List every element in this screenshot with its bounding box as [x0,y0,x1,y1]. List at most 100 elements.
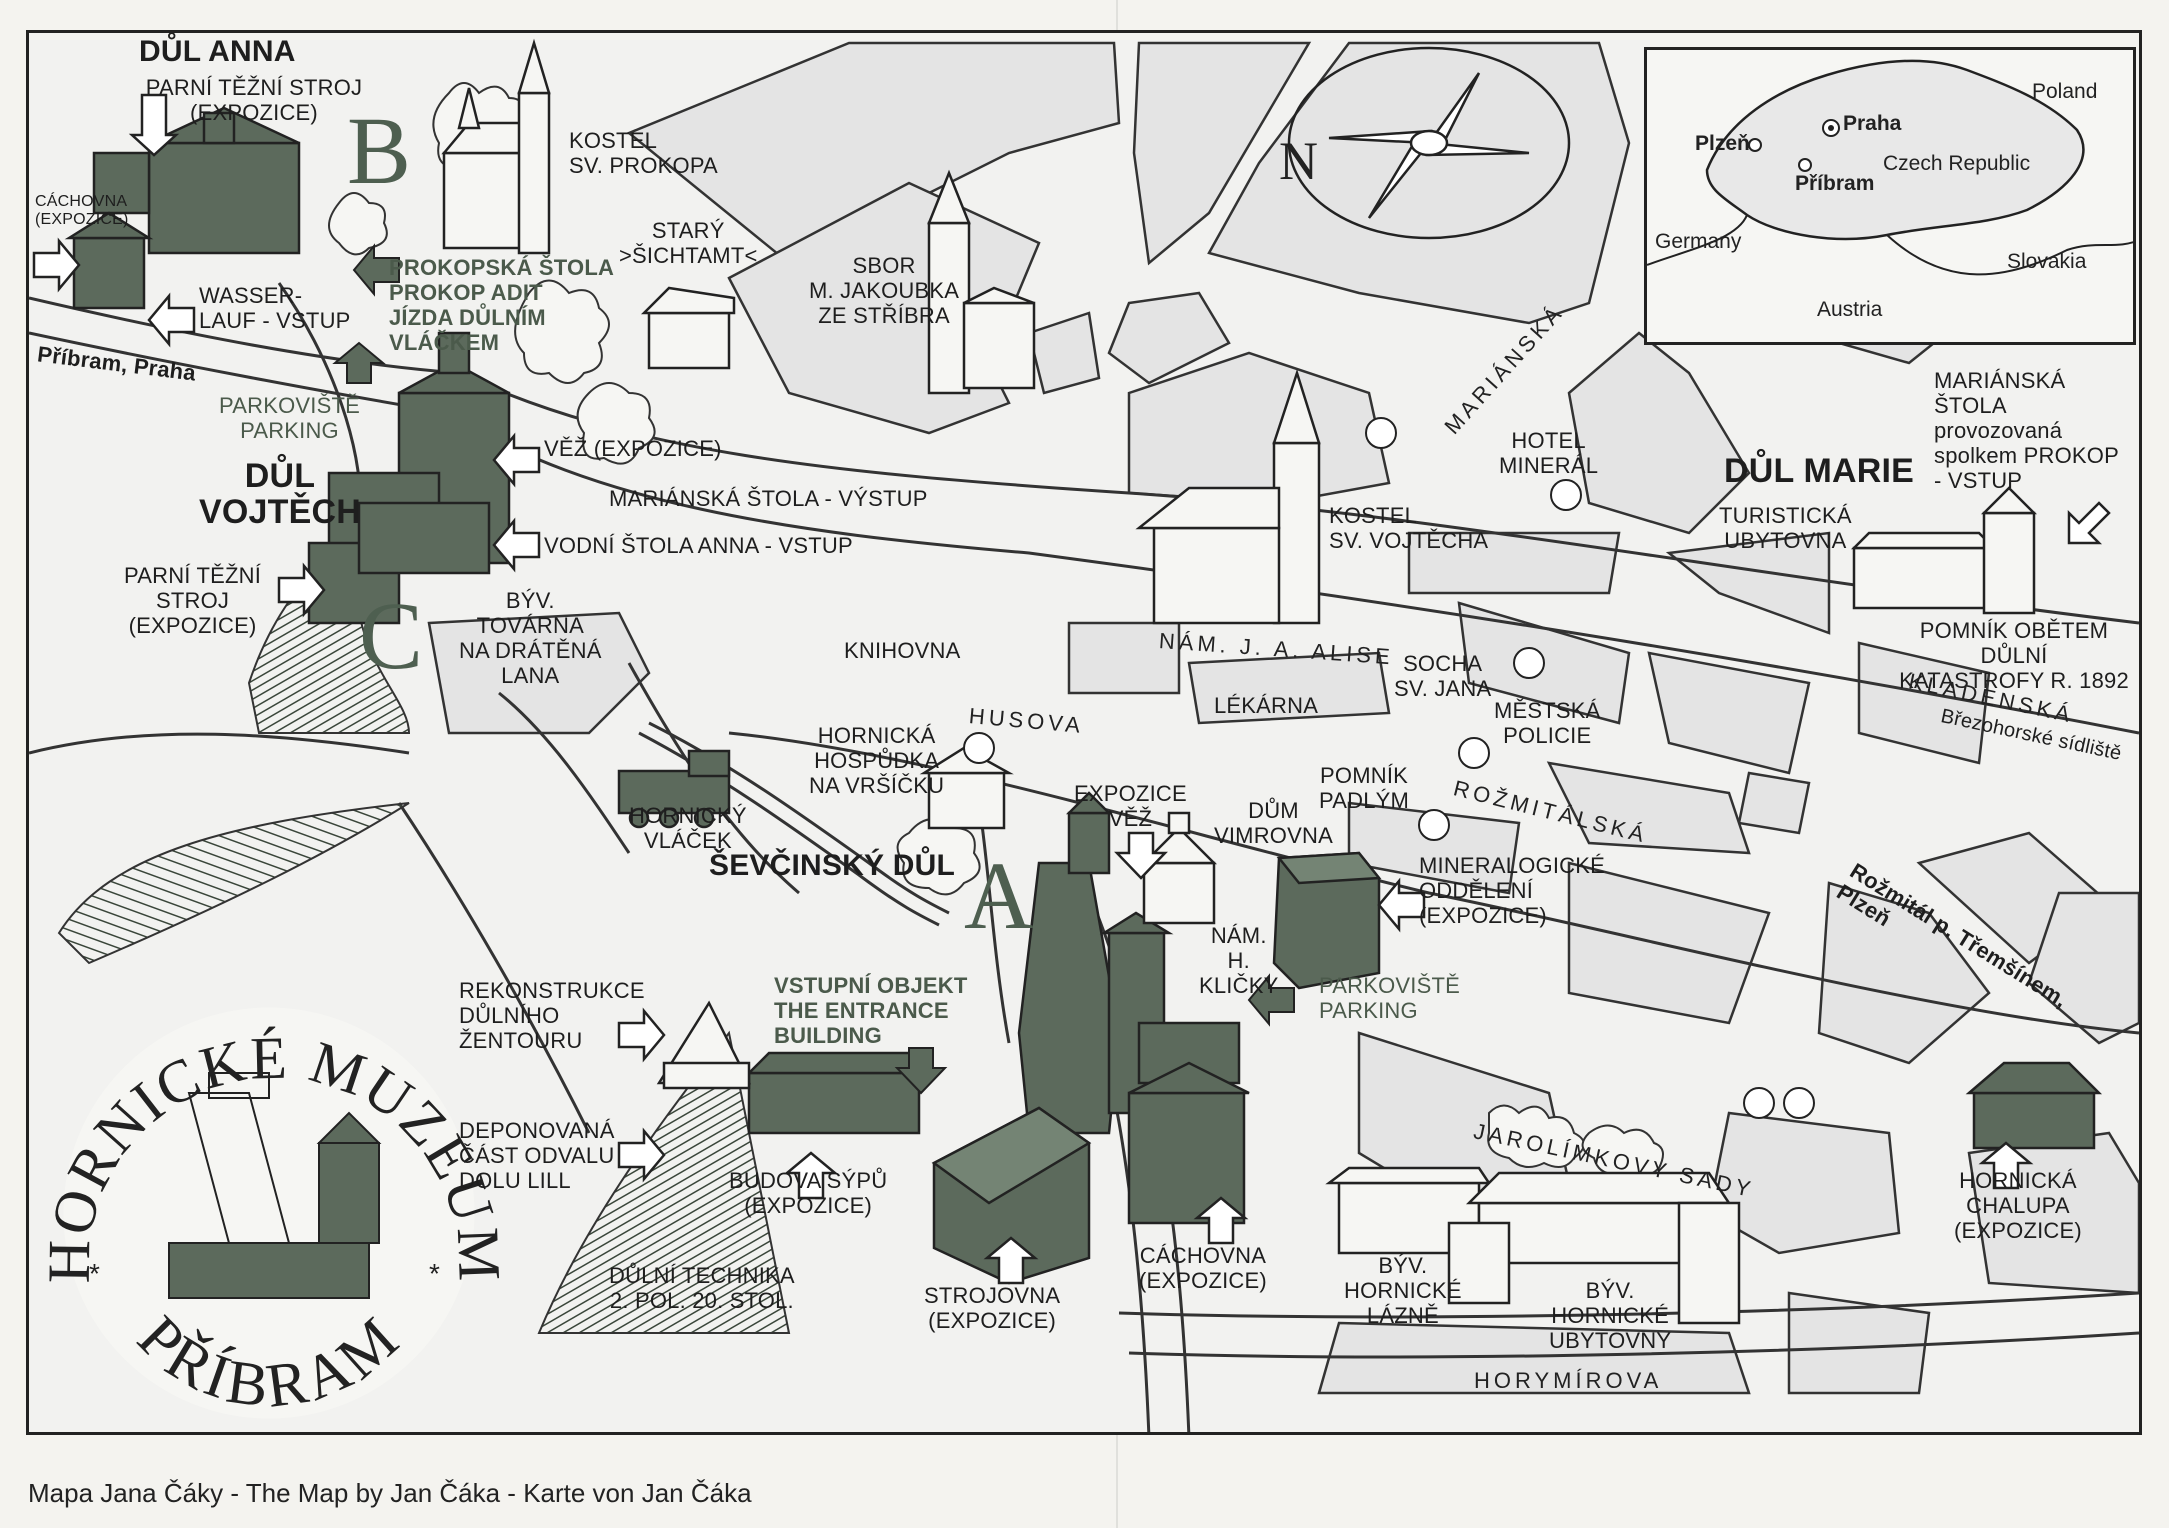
arrow-icon [1247,973,1295,1027]
label-budova-sypu[interactable]: BUDOVA SÝPŮ (EXPOZICE) [729,1168,888,1218]
chalupa-building [1965,1061,2103,1150]
label-vojtech-stroj[interactable]: PARNÍ TĚŽNÍ STROJ (EXPOZICE) [124,563,262,638]
plzen-marker [1748,138,1762,152]
inset-praha: Praha [1843,112,1902,135]
road-edge [498,691,631,854]
inset-austria: Austria [1817,298,1883,321]
heap-edge [29,732,410,755]
label-pomnik-padlym[interactable]: POMNÍK PADLÝM [1319,763,1410,813]
restaurant-icon [1418,809,1450,841]
border-line [1647,214,1748,266]
label-lekarna[interactable]: LÉKÁRNA [1214,693,1319,718]
compass-north-label: N [1279,131,1318,191]
label-tovarna[interactable]: BÝV. TOVÁRNA NA DRÁTĚNÁ LANA [459,588,602,688]
label-vlacek[interactable]: HORNICKÝ VLÁČEK [629,803,747,853]
label-stary-sichtamt[interactable]: STARÝ >ŠICHTAMT< [619,218,758,268]
label-dul-marie[interactable]: DŮL MARIE [1724,452,1915,490]
label-dulni-technika[interactable]: DŮLNÍ TECHNIKA 2. POL. 20. STOL. [609,1263,795,1313]
label-chalupa[interactable]: HORNICKÁ CHALUPA (EXPOZICE) [1954,1168,2082,1243]
label-lazne[interactable]: BÝV. HORNICKÉ LÁZNĚ [1344,1253,1462,1328]
restaurant-icon [1513,647,1545,679]
label-pomnik-obetem[interactable]: POMNÍK OBĚTEM DŮLNÍ KATASTROFY R. 1892 [1899,618,2129,693]
spoil-heap-west [57,802,410,965]
vlacek-train [617,749,731,829]
label-turisticka[interactable]: TURISTICKÁ UBYTOVNA [1719,503,1852,553]
label-marianska-stola[interactable]: MARIÁNSKÁ ŠTOLA provozovaná spolkem PROK… [1934,368,2119,493]
restaurant-icon [1458,737,1490,769]
landmark-buildings [441,38,2038,1325]
map-caption: Mapa Jana Čáky - The Map by Jan Čáka - K… [28,1478,752,1508]
label-expozice-vez[interactable]: EXPOZICE VĚŽ [1074,781,1187,831]
label-kostel-vojtecha[interactable]: KOSTEL SV. VOJTĚCHA [1329,503,1489,553]
trees [328,192,388,256]
road-edge [448,411,2139,735]
pribram-marker [1798,158,1812,172]
arrow-icon [1978,1141,2034,1190]
arrow-icon [2067,501,2111,545]
kostel-vojtecha-church [1135,368,1321,625]
label-mestska-policie[interactable]: MĚSTSKÁ POLICIE [1494,698,1601,748]
label-rekonstrukce[interactable]: REKONSTRUKCE DŮLNÍHO ŽENTOURU [459,978,645,1053]
label-hotel-mineral[interactable]: HOTEL MINERÁL [1499,428,1599,478]
vimrovna-building [1140,811,1218,925]
inset-germany: Germany [1655,230,1742,253]
label-strojovna[interactable]: STROJOVNA (EXPOZICE) [924,1283,1061,1333]
ubytovny-building [1447,1171,1741,1325]
label-dul-anna-stroj[interactable]: PARNÍ TĚŽNÍ STROJ (EXPOZICE) [145,75,363,125]
block [1857,641,1991,765]
block [1647,651,1811,775]
restaurant-icon [1743,1087,1775,1119]
cachovna-building [1127,1021,1250,1225]
label-dul-vojtech[interactable]: DŮL VOJTĚCH [199,457,361,531]
label-cachovna-small[interactable]: CÁCHOVNA (EXPOZICE) [35,193,129,228]
label-dul-anna[interactable]: DŮL ANNA [139,35,296,68]
arrow-icon [894,1047,948,1095]
label-socha[interactable]: SOCHA SV. JANA [1394,651,1492,701]
sichtamt-building [640,286,736,370]
road-edge [1118,1291,2139,1319]
zentour-building [656,1000,752,1090]
label-prokopska[interactable]: PROKOPSKÁ ŠTOLA PROKOP ADIT JÍZDA DŮLNÍM… [389,255,615,355]
label-parkoviste-2: PARKOVIŠTĚ PARKING [1319,973,1460,1023]
sector-c-label: C [359,582,424,689]
block [1127,351,1391,505]
kostel-prokopa-building [441,38,551,255]
dul-anna-building [92,106,301,255]
inset-poland: Poland [2032,80,2098,103]
cachovna-small-building [64,211,154,310]
arrow-icon [147,292,196,348]
compass-rose [1287,46,1571,240]
lazne-building [1325,1166,1492,1255]
block [1665,531,1831,635]
inset-czech: Czech Republic [1883,152,2031,175]
label-vstupni[interactable]: VSTUPNÍ OBJEKT THE ENTRANCE BUILDING [774,973,968,1048]
label-vez[interactable]: VĚŽ (EXPOZICE) [544,436,722,461]
block [1347,801,1521,895]
label-dum-vimrovna[interactable]: DŮM VIMROVNA [1214,798,1333,848]
label-kostel-prokopa[interactable]: KOSTEL SV. PROKOPA [569,128,718,178]
restaurant-icon [1550,479,1582,511]
inset-canvas [1647,59,2133,276]
block [1407,531,1621,595]
label-sevcinsky[interactable]: ŠEVČINSKÝ DŮL [709,849,955,882]
label-deponovana[interactable]: DEPONOVANÁ ČÁST ODVALU DOLU LILL [459,1118,615,1193]
sector-a-label: A [964,842,1034,949]
mineralogicke-building [1272,851,1382,990]
label-knihovna[interactable]: KNIHOVNA [844,638,961,663]
label-vodni-stola[interactable]: VODNÍ ŠTOLA ANNA - VSTUP [544,533,853,558]
label-ubytovny[interactable]: BÝV. HORNICKÉ UBYTOVNY [1549,1278,1672,1353]
label-sbor[interactable]: SBOR M. JAKOUBKA ZE STŘÍBRA [809,253,960,328]
block [427,611,651,735]
label-wasserlauf[interactable]: WASSER- LAUF - VSTUP [199,283,351,333]
block [1817,881,1991,1065]
label-marianska-vystup[interactable]: MARIÁNSKÁ ŠTOLA - VÝSTUP [609,486,928,511]
block [1567,331,1751,535]
museum-buildings [64,106,2103,1285]
hospudka-building [919,746,1014,830]
arrow-icon [492,432,541,488]
border-line [1886,234,2133,276]
label-hospudka[interactable]: HORNICKÁ HOSPŮDKA NA VRŠÍČKU [809,723,945,798]
label-mineralogicke[interactable]: MINERALOGICKÉ ODDĚLENÍ (EXPOZICE) [1419,853,1605,928]
roads [29,282,2139,1432]
label-cachovna[interactable]: CÁCHOVNA (EXPOZICE) [1139,1243,1267,1293]
